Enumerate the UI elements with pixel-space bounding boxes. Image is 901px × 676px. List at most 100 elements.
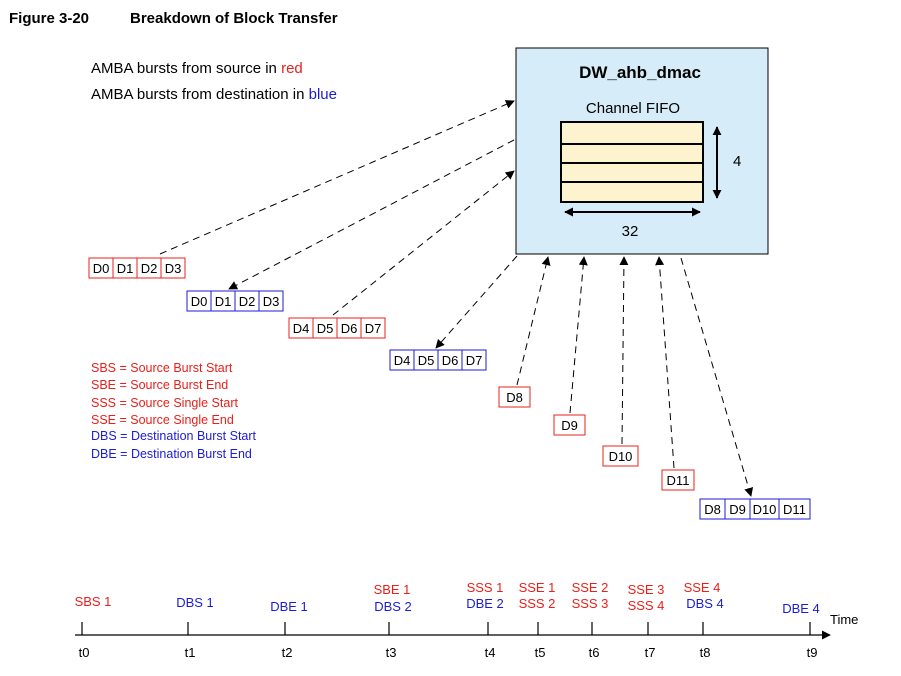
event-sss-1: SSS 1	[467, 580, 504, 595]
transfer-arrows	[159, 100, 754, 497]
src-single-1-cell-box	[498, 386, 531, 408]
event-sse-3: SSE 3	[628, 582, 665, 597]
legend-source-line: AMBA bursts from source in red	[91, 60, 303, 77]
tick-label-t2: t2	[282, 645, 293, 660]
event-dbe-4: DBE 4	[782, 601, 820, 616]
src-single-4: D11	[661, 469, 695, 491]
dst-burst-2-cell-label: D5	[418, 353, 435, 368]
arrow-src-single-2	[569, 256, 588, 414]
arrow-dst-burst-3	[680, 257, 754, 497]
dst-burst-3-cell-label: D10	[753, 502, 777, 517]
event-sse-2: SSE 2	[572, 580, 609, 595]
tick-label-t0: t0	[79, 645, 90, 660]
event-dbs-4: DBS 4	[686, 596, 724, 611]
src-burst-2-cell-label: D5	[317, 321, 334, 336]
tick-label-t3: t3	[386, 645, 397, 660]
dst-burst-1-cell-box	[258, 290, 284, 312]
src-burst-2-cell-box	[360, 317, 386, 339]
arrow-dst-burst-1	[228, 139, 515, 290]
event-dbe-2: DBE 2	[466, 596, 504, 611]
legend-source-prefix: AMBA bursts from source in	[91, 60, 281, 77]
event-sbe-1: SBE 1	[374, 582, 411, 597]
dst-burst-2-cell-label: D6	[442, 353, 459, 368]
event-sss-2: SSS 2	[519, 596, 556, 611]
channel-fifo-label: Channel FIFO	[586, 100, 680, 117]
dst-burst-3-cell-label: D11	[783, 502, 806, 517]
abbrev-sbs: SBS = Source Burst Start	[91, 361, 233, 375]
tick-label-t7: t7	[645, 645, 656, 660]
event-sse-4: SSE 4	[684, 580, 721, 595]
tick-label-t8: t8	[700, 645, 711, 660]
dst-burst-2-cell-box	[461, 349, 487, 371]
dmac-block-title: DW_ahb_dmac	[579, 63, 701, 82]
dst-burst-2-cell-label: D7	[466, 353, 483, 368]
src-burst-1-cell-label: D0	[93, 261, 110, 276]
arrow-src-burst-2	[332, 170, 515, 316]
event-dbs-1: DBS 1	[176, 595, 214, 610]
legend-destination-color-word: blue	[309, 86, 337, 103]
event-sss-3: SSS 3	[572, 596, 609, 611]
dst-burst-1-cell-label: D0	[191, 294, 208, 309]
tick-label-t5: t5	[535, 645, 546, 660]
arrow-src-single-4	[655, 256, 675, 469]
src-burst-2: D4 D5 D6 D7	[288, 317, 386, 339]
dst-burst-3-cell-label: D8	[704, 502, 721, 517]
src-single-3: D10	[602, 445, 639, 467]
dst-burst-1-cell-label: D1	[215, 294, 232, 309]
abbrev-sbe: SBE = Source Burst End	[91, 378, 228, 392]
tick-label-t4: t4	[485, 645, 496, 660]
event-dbs-2: DBS 2	[374, 599, 412, 614]
src-burst-2-cell-label: D7	[365, 321, 382, 336]
fifo-width-label: 32	[622, 223, 639, 240]
tick-label-t1: t1	[185, 645, 196, 660]
dst-burst-1: D0 D1 D2 D3	[186, 290, 284, 312]
time-axis-label: Time	[830, 612, 858, 627]
src-single-4-cell-label: D11	[667, 473, 690, 488]
src-single-3-cell-label: D10	[609, 449, 633, 464]
event-sss-4: SSS 4	[628, 598, 665, 613]
figure-title: Breakdown of Block Transfer	[130, 10, 338, 27]
src-single-1: D8	[498, 386, 531, 408]
event-sbs-1: SBS 1	[75, 594, 112, 609]
fifo-depth-label: 4	[733, 153, 741, 170]
arrow-src-single-1	[516, 256, 551, 386]
src-burst-1-cell-box	[160, 257, 186, 279]
src-burst-1: D0 D1 D2 D3	[88, 257, 186, 279]
dst-burst-1-cell-label: D3	[263, 294, 280, 309]
src-burst-2-cell-label: D4	[293, 321, 310, 336]
dst-burst-2: D4 D5 D6 D7	[389, 349, 487, 371]
src-burst-1-cell-label: D1	[117, 261, 134, 276]
arrow-src-burst-1	[159, 100, 515, 255]
legend-destination-line: AMBA bursts from destination in blue	[91, 86, 337, 103]
src-single-2: D9	[553, 414, 586, 436]
dst-burst-3-cell-label: D9	[729, 502, 746, 517]
event-sse-1: SSE 1	[519, 580, 556, 595]
abbrev-dbe: DBE = Destination Burst End	[91, 447, 252, 461]
legend-destination-prefix: AMBA bursts from destination in	[91, 86, 309, 103]
src-single-2-cell-label: D9	[561, 418, 578, 433]
src-burst-1-cell-label: D3	[165, 261, 182, 276]
src-burst-2-cell-label: D6	[341, 321, 358, 336]
src-single-2-cell-box	[553, 414, 586, 436]
src-single-3-cell-box	[602, 445, 639, 467]
src-single-1-cell-label: D8	[506, 390, 523, 405]
arrow-dst-burst-2	[435, 255, 518, 349]
abbrev-dbs: DBS = Destination Burst Start	[91, 429, 257, 443]
abbrev-sse: SSE = Source Single End	[91, 413, 234, 427]
dst-burst-3: D8 D9 D10 D11	[699, 498, 811, 520]
dst-burst-1-cell-label: D2	[239, 294, 256, 309]
time-ticks: t0 t1 t2 t3 t4 t5 t6 t7 t8 t9	[79, 622, 818, 660]
figure-number: Figure 3-20	[9, 10, 89, 27]
dst-burst-3-cell-box	[778, 498, 811, 520]
dst-burst-2-cell-label: D4	[394, 353, 411, 368]
tick-label-t6: t6	[589, 645, 600, 660]
event-dbe-1: DBE 1	[270, 599, 308, 614]
tick-label-t9: t9	[807, 645, 818, 660]
src-burst-1-cell-label: D2	[141, 261, 158, 276]
legend-source-color-word: red	[281, 60, 303, 77]
channel-fifo	[560, 121, 704, 203]
abbrev-sss: SSS = Source Single Start	[91, 396, 238, 410]
src-single-4-cell-box	[661, 469, 695, 491]
